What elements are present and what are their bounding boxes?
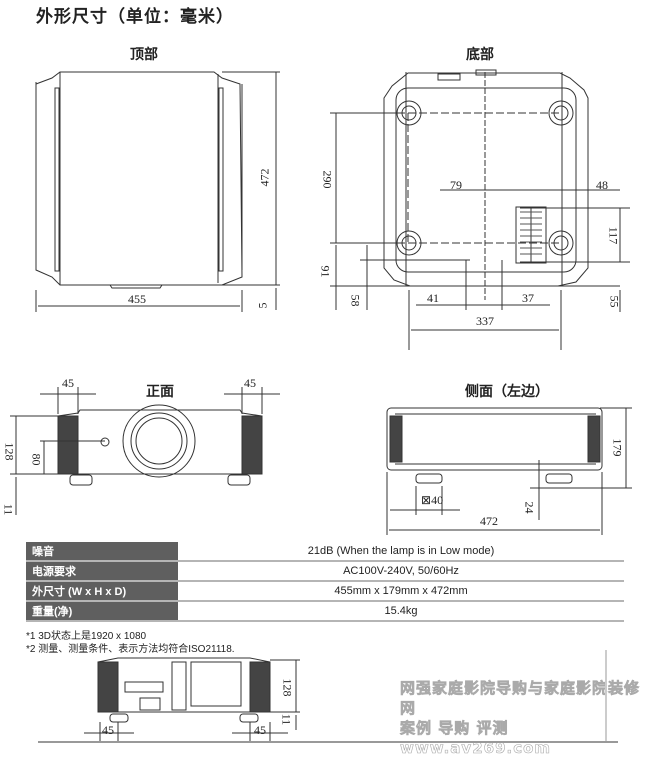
spec-value: AC100V-240V, 50/60Hz xyxy=(178,561,624,582)
watermark-line1: 网强家庭影院导购与家庭影院装修网 xyxy=(400,679,641,718)
dim-front-80: 80 xyxy=(29,453,44,466)
dim-front-right-45: 45 xyxy=(244,376,256,390)
dim-bottom-117: 117 xyxy=(606,226,621,245)
dim-bottom-58: 58 xyxy=(348,294,363,307)
dim-bottom-41: 41 xyxy=(427,291,439,305)
dim-bottom-48: 48 xyxy=(596,178,608,192)
rear-view-drawing xyxy=(84,657,300,741)
page-title: 外形尺寸（单位：毫米） xyxy=(36,7,234,27)
watermark-line2: 案例 导购 评测 www.av269.com xyxy=(400,719,552,758)
dim-bottom-55: 55 xyxy=(607,295,622,308)
watermark: 网强家庭影院导购与家庭影院装修网 案例 导购 评测 www.av269.com xyxy=(400,678,650,758)
spec-row: 电源要求 AC100V-240V, 50/60Hz xyxy=(26,561,624,582)
bottom-view-drawing xyxy=(330,69,630,350)
dim-bottom-79: 79 xyxy=(450,178,462,192)
front-view-drawing xyxy=(10,387,280,515)
footnotes: *1 3D状态上是1920 x 1080 *2 测量、测量条件、表示方法均符合I… xyxy=(26,630,235,656)
spec-value: 455mm x 179mm x 472mm xyxy=(178,581,624,602)
dim-side-40: ⊠40 xyxy=(421,493,444,507)
dim-bottom-290: 290 xyxy=(320,170,335,189)
spec-key: 电源要求 xyxy=(26,561,178,582)
dim-rear-right-45: 45 xyxy=(254,723,266,737)
top-view-label: 顶部 xyxy=(130,47,158,63)
side-view-label: 侧面（左边） xyxy=(465,384,549,400)
dim-bottom-91: 91 xyxy=(318,265,333,278)
spec-key: 重量(净) xyxy=(26,601,178,622)
spec-row: 重量(净) 15.4kg xyxy=(26,601,624,622)
dim-rear-128: 128 xyxy=(280,678,295,697)
dim-front-11: 11 xyxy=(1,503,16,516)
dim-side-179: 179 xyxy=(610,438,625,457)
dim-rear-11: 11 xyxy=(279,713,294,726)
bottom-view-label: 底部 xyxy=(466,47,494,63)
spec-value: 21dB (When the lamp is in Low mode) xyxy=(178,542,624,562)
spec-row: 外尺寸 (W x H x D) 455mm x 179mm x 472mm xyxy=(26,581,624,602)
dim-top-width: 455 xyxy=(128,292,146,306)
top-view-drawing xyxy=(35,71,280,312)
dim-top-depth: 472 xyxy=(257,168,272,187)
spec-key: 外尺寸 (W x H x D) xyxy=(26,581,178,602)
spec-row: 噪音 21dB (When the lamp is in Low mode) xyxy=(26,542,624,562)
dim-top-offset: 5 xyxy=(255,302,270,309)
divider xyxy=(605,650,607,742)
spec-value: 15.4kg xyxy=(178,601,624,622)
dim-bottom-337: 337 xyxy=(476,314,494,328)
footnote-2: *2 测量、测量条件、表示方法均符合ISO21118. xyxy=(26,644,235,655)
front-view-label: 正面 xyxy=(146,384,174,400)
dim-front-left-45: 45 xyxy=(62,376,74,390)
dim-rear-left-45: 45 xyxy=(102,723,114,737)
dim-front-128: 128 xyxy=(2,442,17,461)
dim-side-40-value: 40 xyxy=(431,493,444,507)
divider xyxy=(38,741,618,743)
spec-key: 噪音 xyxy=(26,542,178,562)
spec-table: 噪音 21dB (When the lamp is in Low mode) 电… xyxy=(26,542,624,622)
dim-side-24: 24 xyxy=(522,501,537,514)
footnote-1: *1 3D状态上是1920 x 1080 xyxy=(26,631,147,642)
side-view-drawing xyxy=(386,407,632,535)
dim-side-472: 472 xyxy=(480,514,498,528)
dim-bottom-37: 37 xyxy=(522,291,534,305)
